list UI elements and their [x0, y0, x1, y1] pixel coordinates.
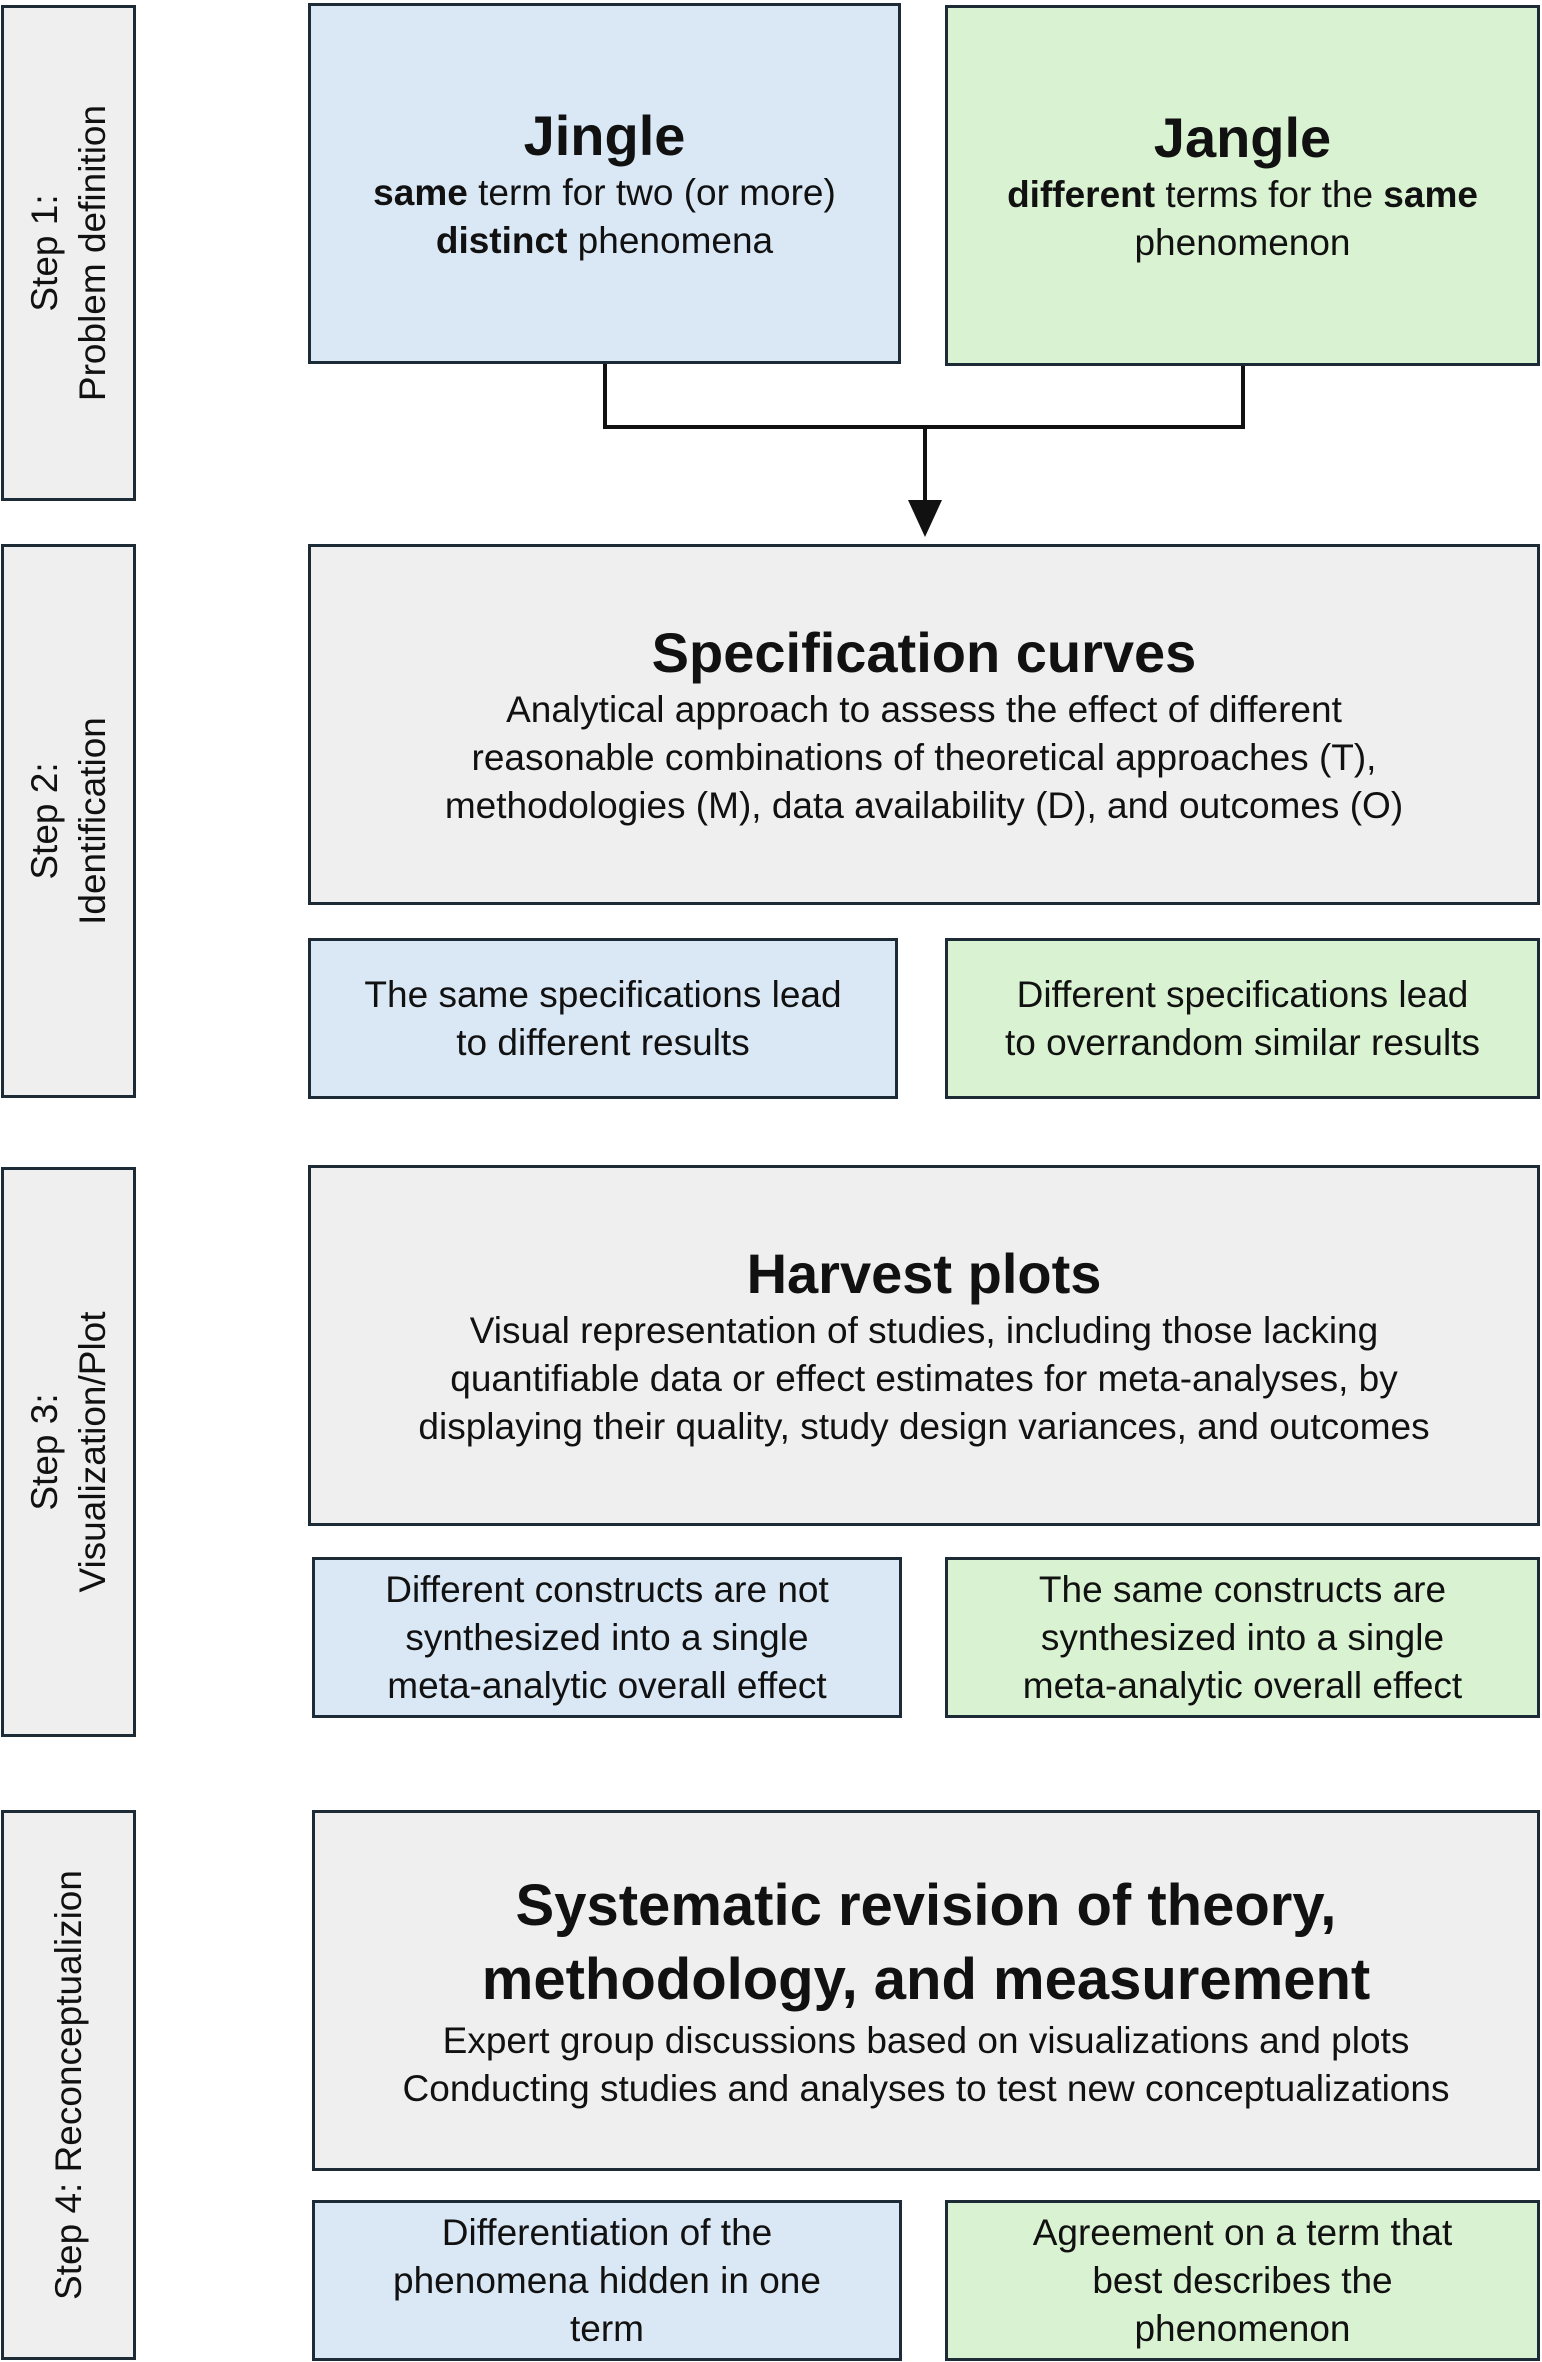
- systematic-revision-description: Expert group discussions based on visual…: [402, 2019, 1450, 2109]
- revision-jingle-outcome: Differentiation of the phenomena hidden …: [312, 2200, 902, 2361]
- systematic-revision-box: Systematic revision of theory, methodolo…: [312, 1810, 1540, 2171]
- step3-label: Step 3: Visualization/Plot: [23, 1311, 113, 1593]
- jangle-box: Jangle different terms for the same phen…: [945, 5, 1540, 366]
- step2-label: Step 2: Identification: [23, 717, 113, 925]
- harvest-jangle-outcome: The same constructs are synthesized into…: [945, 1557, 1540, 1718]
- harvest-plots-title: Harvest plots: [746, 1241, 1102, 1305]
- specification-curves-description: Analytical approach to assess the effect…: [444, 688, 1404, 826]
- step1-label-box: Step 1: Problem definition: [1, 5, 136, 501]
- jingle-box: Jingle same term for two (or more) disti…: [308, 3, 901, 364]
- harvest-plots-box: Harvest plots Visual representation of s…: [308, 1165, 1540, 1526]
- spec-jangle-outcome: Different specifications lead to overran…: [945, 938, 1540, 1099]
- step4-label-box: Step 4: Reconceptualizion: [1, 1810, 136, 2360]
- jingle-title: Jingle: [523, 103, 686, 167]
- step4-label: Step 4: Reconceptualizion: [47, 1870, 89, 2300]
- systematic-revision-title: Systematic revision of theory, methodolo…: [481, 1872, 1371, 2012]
- spec-jingle-outcome: The same specifications lead to differen…: [308, 938, 898, 1099]
- step3-label-box: Step 3: Visualization/Plot: [1, 1167, 136, 1737]
- jangle-definition: different terms for the same phenomenon: [1007, 173, 1478, 263]
- step2-label-box: Step 2: Identification: [1, 544, 136, 1098]
- jingle-definition: same term for two (or more) distinct phe…: [373, 171, 836, 261]
- harvest-jingle-outcome: Different constructs are not synthesized…: [312, 1557, 902, 1718]
- specification-curves-title: Specification curves: [651, 620, 1197, 684]
- specification-curves-box: Specification curves Analytical approach…: [308, 544, 1540, 905]
- revision-jangle-outcome: Agreement on a term that best describes …: [945, 2200, 1540, 2361]
- jangle-title: Jangle: [1153, 105, 1332, 169]
- merge-arrow: [603, 364, 1245, 537]
- harvest-plots-description: Visual representation of studies, includ…: [418, 1309, 1430, 1447]
